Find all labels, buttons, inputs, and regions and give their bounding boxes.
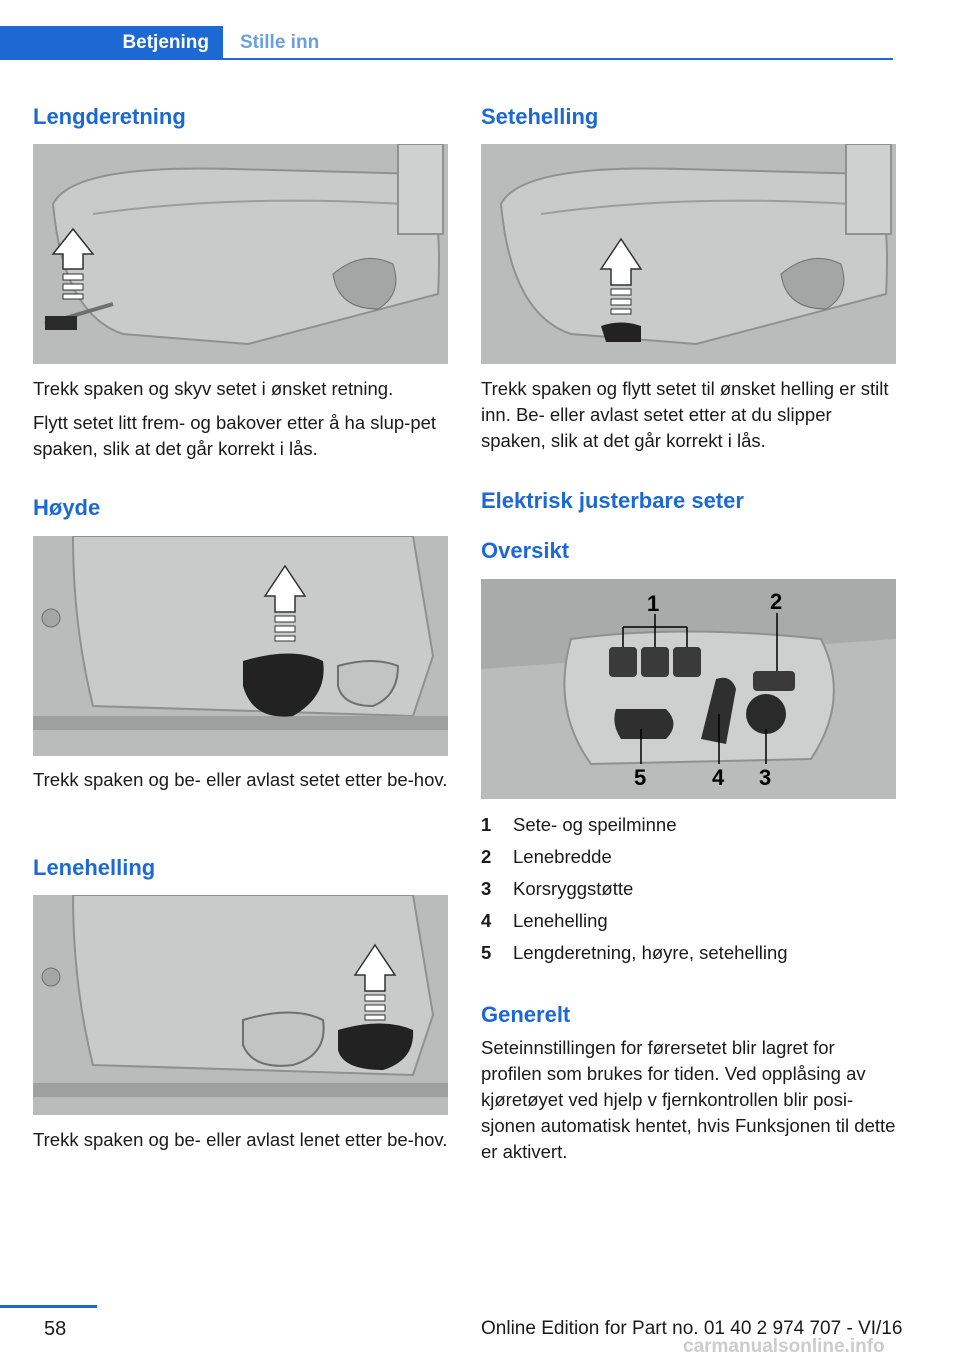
figure-backrest-tilt <box>33 895 448 1115</box>
figure-seat-controls: 1 2 3 4 5 <box>481 579 896 799</box>
callout-1: 1 <box>647 591 659 616</box>
figure-seat-tilt <box>481 144 896 364</box>
item-number: 1 <box>481 814 492 835</box>
heading-oversikt: Oversikt <box>481 538 570 563</box>
page-number: 58 <box>44 1318 67 1340</box>
item-label: Korsryggstøtte <box>513 878 634 899</box>
item-number: 5 <box>481 942 492 963</box>
figure-seat-longitudinal <box>33 144 448 364</box>
callout-3: 3 <box>759 765 771 790</box>
callout-4: 4 <box>712 765 725 790</box>
item-number: 3 <box>481 878 492 899</box>
tab-stille-inn[interactable]: Stille inn <box>240 32 320 53</box>
header-tabs: Betjening Stille inn <box>0 26 893 60</box>
callout-2: 2 <box>770 589 782 614</box>
paragraph-lengderetning-1: Trekk spaken og skyv setet i ønsket retn… <box>33 378 394 399</box>
heading-setehelling: Setehelling <box>481 104 599 129</box>
figure-seat-height <box>33 536 448 756</box>
heading-generelt: Generelt <box>481 1002 571 1027</box>
controls-legend-list: 1 Sete- og speilminne 2 Lenebredde 3 Korsry… <box>481 812 896 972</box>
list-item: 3 Korsryggstøtte <box>481 876 896 908</box>
watermark: carmanualsonline.info <box>683 1336 885 1357</box>
heading-lengderetning: Lengderetning <box>33 104 186 129</box>
heading-hoyde: Høyde <box>33 495 101 520</box>
edition-info: Online Edition for Part no. 01 40 2 974 … <box>481 1318 903 1339</box>
item-label: Lenebredde <box>513 846 612 867</box>
paragraph-lenehelling: Trekk spaken og be- eller avlast lenet e… <box>33 1129 448 1150</box>
list-item: 2 Lenebredde <box>481 844 896 876</box>
paragraph-setehelling: Trekk spaken og flytt setet til ønsket h… <box>481 378 889 451</box>
paragraph-lengderetning-2: Flytt setet litt frem- og bakover etter … <box>33 412 437 459</box>
item-label: Lengderetning, høyre, setehelling <box>513 942 788 963</box>
list-item: 5 Lengderetning, høyre, setehelling <box>481 940 896 972</box>
footer-rule <box>0 1305 97 1308</box>
paragraph-generelt: Seteinnstillingen for førersetet blir la… <box>481 1037 896 1162</box>
item-label: Sete- og speilminne <box>513 814 677 835</box>
header-rule <box>223 58 893 60</box>
heading-elektrisk-justerbare-seter: Elektrisk justerbare seter <box>481 488 744 513</box>
callout-5: 5 <box>634 765 646 790</box>
tab-betjening[interactable]: Betjening <box>0 26 223 60</box>
paragraph-hoyde: Trekk spaken og be- eller avlast setet e… <box>33 769 448 790</box>
list-item: 4 Lenehelling <box>481 908 896 940</box>
item-number: 2 <box>481 846 492 867</box>
list-item: 1 Sete- og speilminne <box>481 812 896 844</box>
item-label: Lenehelling <box>513 910 608 931</box>
item-number: 4 <box>481 910 492 931</box>
heading-lenehelling: Lenehelling <box>33 855 156 880</box>
